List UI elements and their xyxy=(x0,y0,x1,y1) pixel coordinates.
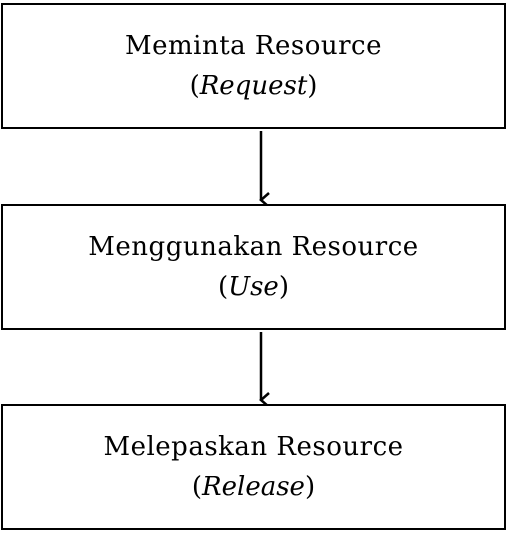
step-use-box: Menggunakan Resource (Use) xyxy=(1,204,506,330)
step-title: Melepaskan Resource xyxy=(103,432,404,462)
step-term: (Release) xyxy=(191,472,316,502)
step-term-text: Use xyxy=(228,272,279,302)
step-title: Menggunakan Resource xyxy=(88,232,419,262)
step-release-box: Melepaskan Resource (Release) xyxy=(1,404,506,530)
step-term-text: Request xyxy=(199,71,308,101)
step-term: (Request) xyxy=(189,71,318,101)
step-term-text: Release xyxy=(202,472,305,502)
step-title: Meminta Resource xyxy=(124,31,383,61)
step-term: (Use) xyxy=(218,272,289,302)
step-request-box: Meminta Resource (Request) xyxy=(1,3,506,129)
